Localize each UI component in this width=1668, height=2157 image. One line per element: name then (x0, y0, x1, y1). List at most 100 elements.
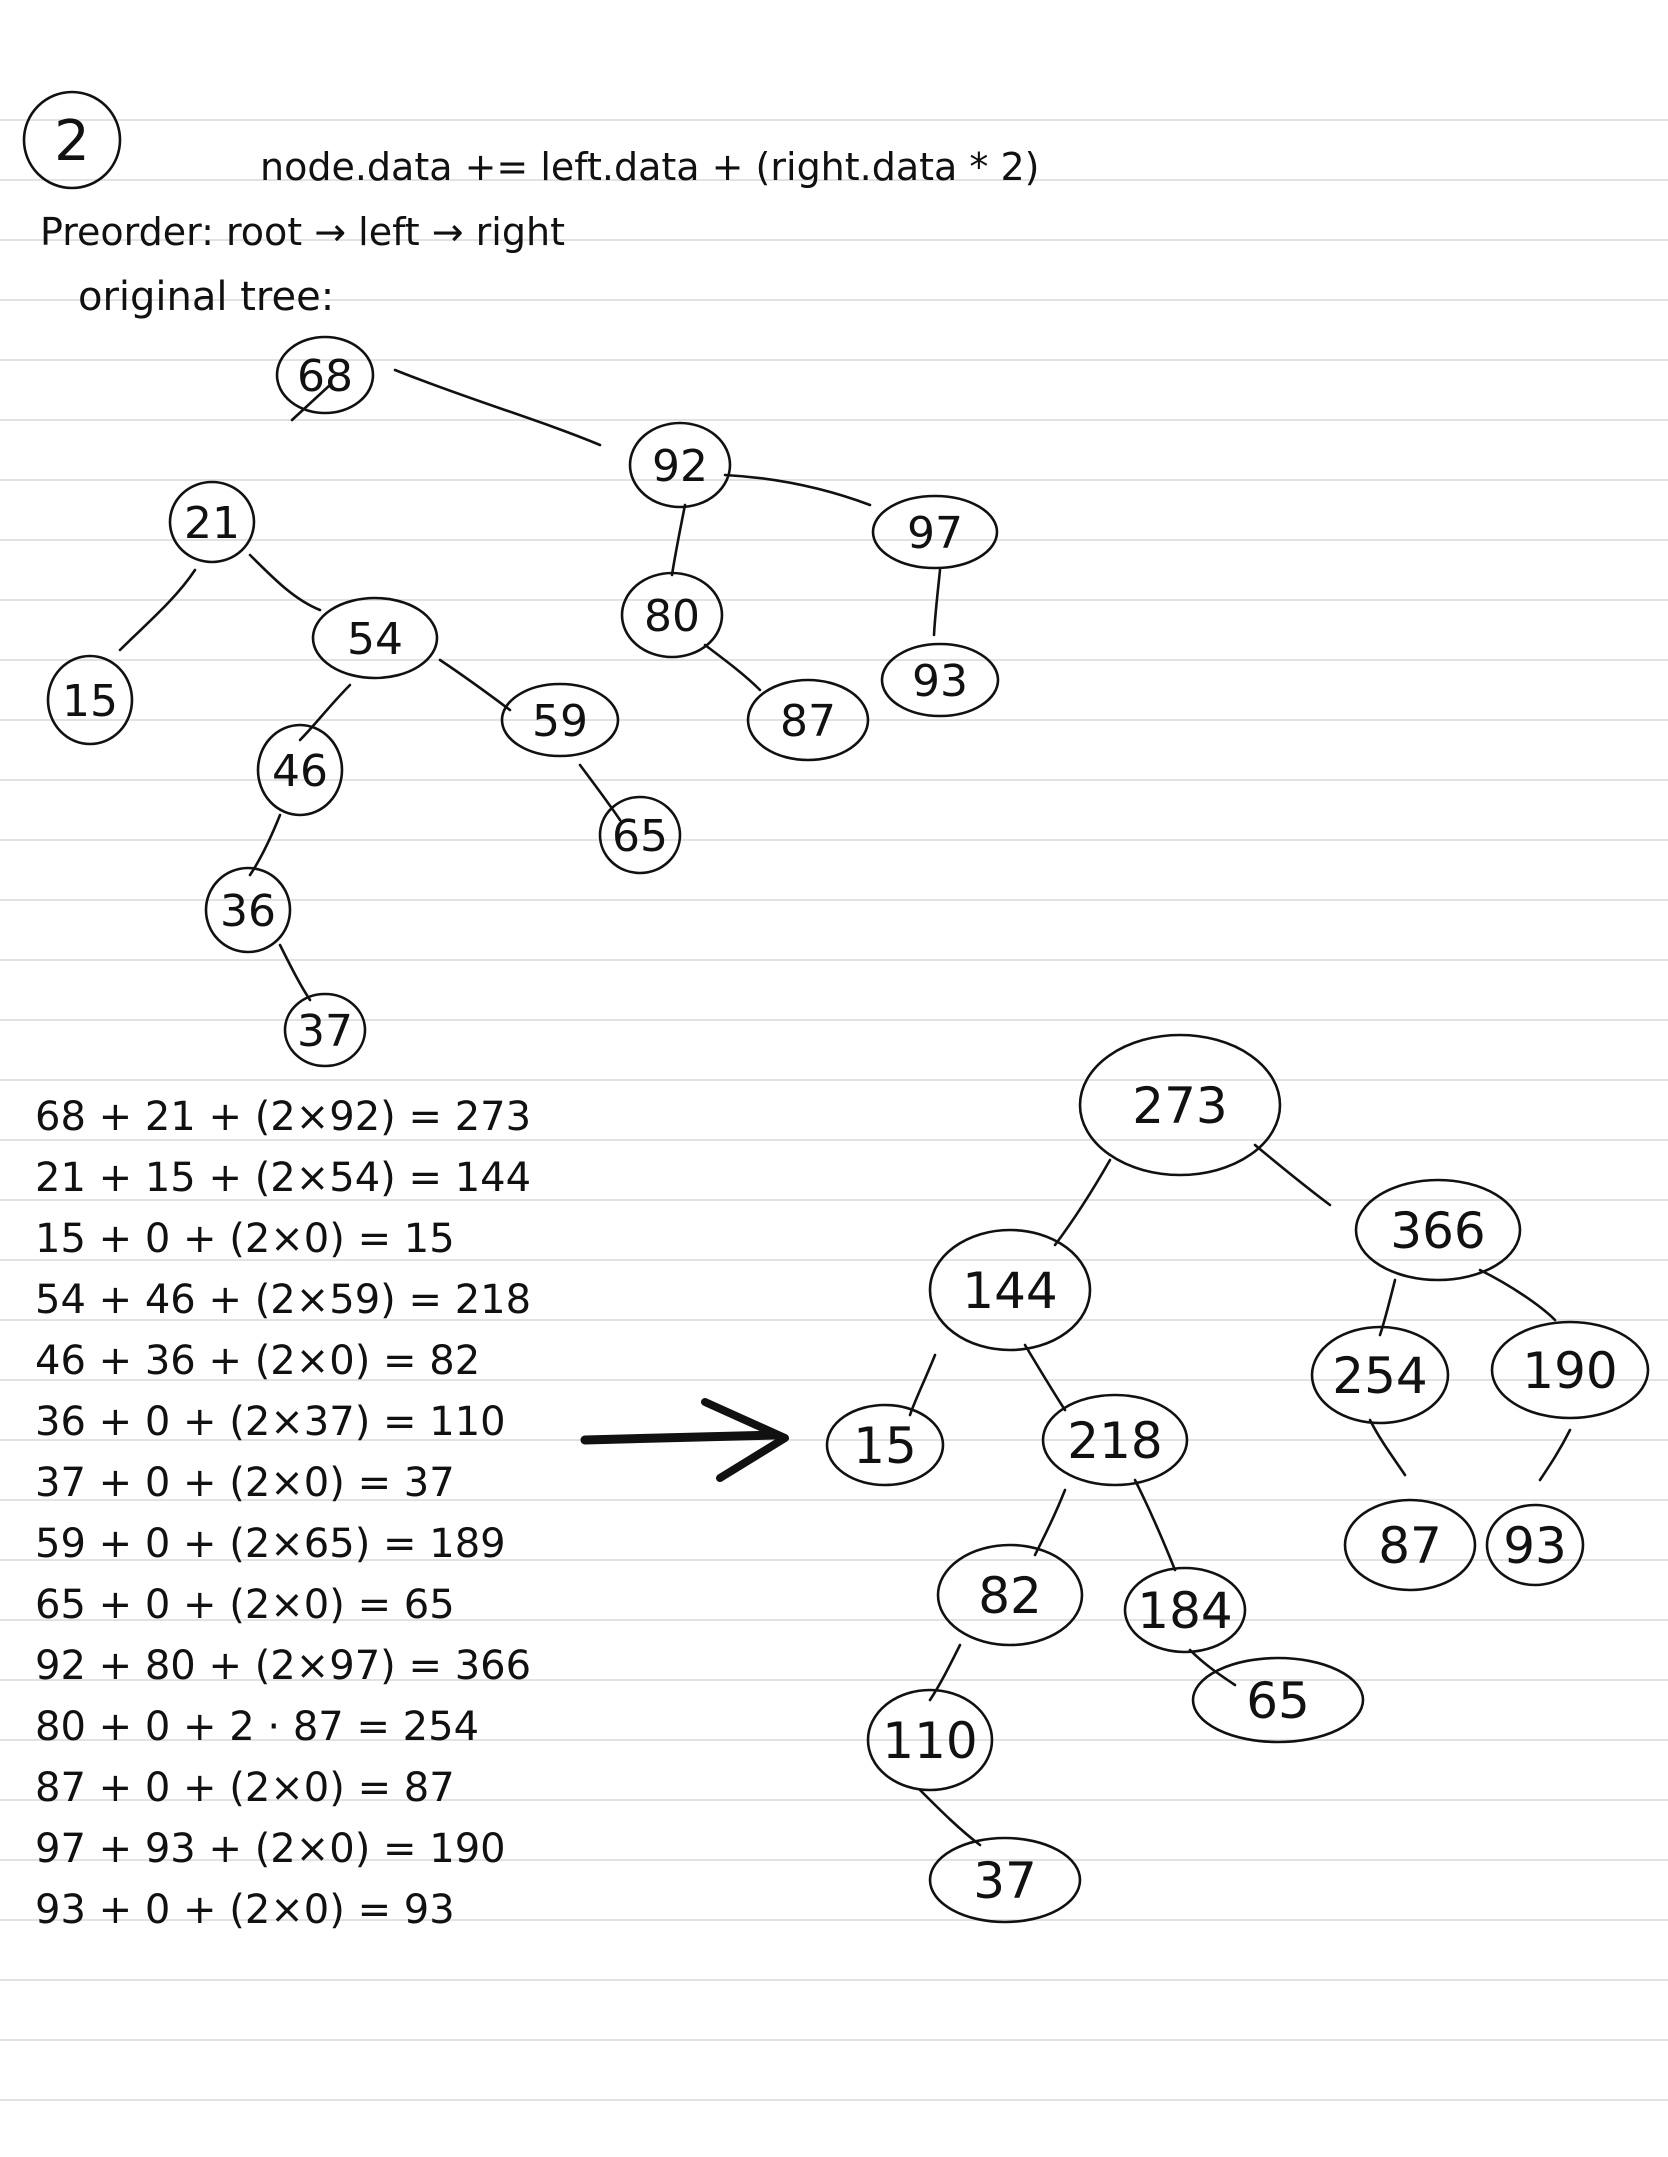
result-node-value: 254 (1332, 1347, 1427, 1405)
edge-54-46 (298, 683, 352, 742)
original-node-value: 93 (912, 656, 968, 707)
result-node-184: 184 (1123, 1566, 1247, 1654)
original-node-97: 97 (871, 494, 999, 570)
result-node-ring (928, 1836, 1082, 1924)
edge-184-65 (1188, 1648, 1237, 1687)
result-node-ring (1310, 1325, 1450, 1425)
result-node-273: 273 (1078, 1033, 1282, 1177)
calculation-line: 15 + 0 + (2×0) = 15 (35, 1216, 455, 1262)
original-tree-edges (118, 368, 942, 1002)
edge-59-65 (578, 763, 622, 822)
edge-54-59 (438, 658, 512, 712)
original-node-ring (880, 642, 1000, 718)
original-node-value: 15 (62, 676, 118, 727)
calculation-line: 59 + 0 + (2×65) = 189 (35, 1521, 506, 1567)
original-node-value: 21 (184, 498, 240, 549)
original-node-59: 59 (500, 682, 620, 758)
result-node-value: 110 (882, 1712, 977, 1770)
calculation-line: 21 + 15 + (2×54) = 144 (35, 1155, 531, 1201)
edge-273-366 (1253, 1143, 1332, 1207)
result-node-value: 366 (1390, 1202, 1485, 1260)
result-node-110: 110 (866, 1688, 994, 1792)
result-node-82: 82 (936, 1543, 1084, 1647)
original-node-68: 68 (275, 335, 375, 415)
calculation-line: 80 + 0 + 2 · 87 = 254 (35, 1704, 479, 1750)
calculation-line: 37 + 0 + (2×0) = 37 (35, 1460, 455, 1506)
edge-144-15 (908, 1353, 937, 1417)
original-node-80: 80 (620, 571, 724, 659)
original-node-ring (256, 723, 344, 817)
original-node-ring (311, 596, 439, 680)
calculation-line: 87 + 0 + (2×0) = 87 (35, 1765, 455, 1811)
edge-21-54 (248, 553, 322, 612)
result-node-value: 93 (1503, 1517, 1567, 1575)
edge-68-21 (290, 383, 332, 422)
original-node-ring (746, 678, 870, 762)
original-node-value: 80 (644, 591, 700, 642)
original-node-21: 21 (168, 480, 256, 564)
original-node-ring (871, 494, 999, 570)
calculation-line: 46 + 36 + (2×0) = 82 (35, 1338, 480, 1384)
result-node-37: 37 (928, 1836, 1082, 1924)
edge-366-254 (1378, 1278, 1397, 1337)
result-node-218: 218 (1041, 1393, 1189, 1487)
original-node-93: 93 (880, 642, 1000, 718)
original-node-15: 15 (46, 654, 134, 746)
result-node-value: 37 (973, 1852, 1037, 1910)
result-node-87: 87 (1343, 1498, 1477, 1592)
problem-number: 2 (54, 109, 90, 174)
calculation-line: 65 + 0 + (2×0) = 65 (35, 1582, 455, 1628)
result-node-ring (1041, 1393, 1189, 1487)
edge-21-15 (118, 568, 197, 652)
formula-text: node.data += left.data + (right.data * 2… (260, 145, 1040, 189)
original-node-87: 87 (746, 678, 870, 762)
edge-144-218 (1023, 1343, 1067, 1412)
result-node-value: 190 (1522, 1342, 1617, 1400)
result-node-value: 15 (853, 1417, 917, 1475)
calculation-line: 54 + 46 + (2×59) = 218 (35, 1277, 531, 1323)
edge-92-80 (670, 503, 687, 577)
edge-254-87 (1368, 1418, 1407, 1477)
result-node-value: 82 (978, 1567, 1042, 1625)
result-node-ring (1354, 1178, 1522, 1282)
result-node-15: 15 (825, 1403, 945, 1487)
original-node-ring (46, 654, 134, 746)
original-node-46: 46 (256, 723, 344, 817)
result-node-ring (1123, 1566, 1247, 1654)
original-node-ring (628, 421, 732, 509)
result-node-value: 184 (1137, 1582, 1232, 1640)
calculation-line: 92 + 80 + (2×97) = 366 (35, 1643, 531, 1689)
edge-190-93 (1538, 1428, 1572, 1482)
notebook-lines (0, 119, 1668, 2101)
calculation-line: 93 + 0 + (2×0) = 93 (35, 1887, 455, 1933)
original-node-92: 92 (628, 421, 732, 509)
original-node-36: 36 (204, 866, 292, 954)
result-node-ring (1078, 1033, 1282, 1177)
original-node-ring (275, 335, 375, 415)
original-node-ring (598, 795, 682, 875)
transform-arrow (580, 1398, 789, 1482)
result-node-366: 366 (1354, 1178, 1522, 1282)
edge-68-92 (393, 368, 602, 447)
calculation-line: 97 + 93 + (2×0) = 190 (35, 1826, 506, 1872)
original-node-value: 37 (297, 1006, 353, 1057)
edge-97-93 (932, 568, 942, 637)
result-node-65: 65 (1191, 1656, 1365, 1744)
result-node-254: 254 (1310, 1325, 1450, 1425)
original-node-value: 97 (907, 508, 963, 559)
original-node-value: 54 (347, 614, 403, 665)
result-node-190: 190 (1490, 1320, 1650, 1420)
original-tree-label: original tree: (78, 274, 334, 320)
calculation-line: 68 + 21 + (2×92) = 273 (35, 1094, 531, 1140)
original-node-37: 37 (283, 992, 367, 1068)
edge-36-37 (278, 943, 312, 1002)
result-node-ring (1343, 1498, 1477, 1592)
result-node-value: 218 (1067, 1412, 1162, 1470)
original-node-value: 87 (780, 696, 836, 747)
problem-number-marker: 2 (22, 90, 122, 190)
edge-273-144 (1053, 1158, 1112, 1247)
result-node-93: 93 (1485, 1503, 1585, 1587)
